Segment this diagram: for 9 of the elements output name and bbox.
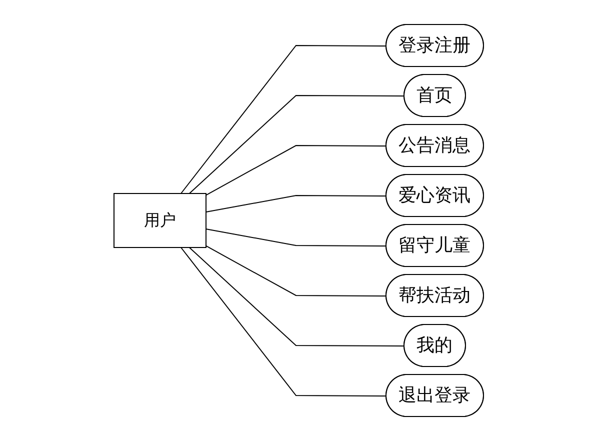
connector	[188, 247, 405, 346]
connector	[205, 195, 387, 213]
connector	[205, 245, 387, 296]
connector	[205, 145, 387, 196]
connector	[205, 228, 387, 246]
node-box: 用户	[113, 193, 206, 248]
connector	[180, 247, 387, 396]
connector	[180, 45, 387, 194]
connector	[188, 95, 405, 194]
